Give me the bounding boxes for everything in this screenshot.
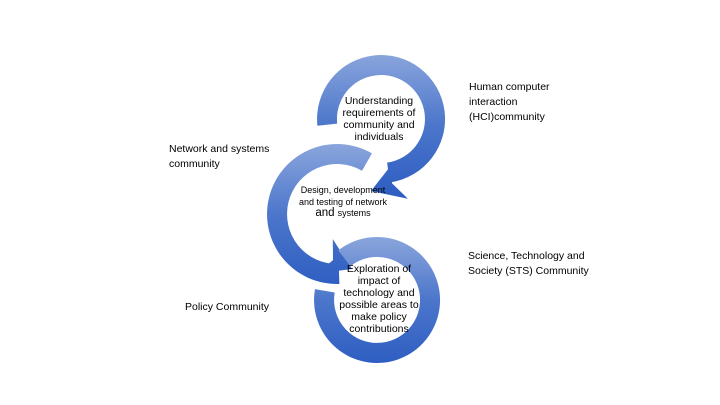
text-line: interaction	[469, 96, 518, 108]
circular-arrow-ring	[267, 144, 372, 285]
community-label-policy: Policy Community	[185, 300, 325, 315]
text-line: Science, Technology and	[468, 250, 585, 262]
text-line: individuals	[354, 131, 404, 143]
community-label-hci: Human computer interaction (HCI)communit…	[469, 80, 599, 125]
emphasized-word: and	[315, 207, 335, 219]
text-line: community and	[343, 119, 415, 131]
text-line: Design, development	[300, 185, 386, 195]
text-line: Exploration of	[346, 263, 412, 275]
cycle-step-text-exploration: Exploration of impact of technology and …	[314, 263, 444, 335]
cycle-step-text-design: Design, development and testing of netwo…	[268, 185, 418, 220]
text-line: technology and	[343, 287, 415, 299]
text-line: community	[169, 158, 220, 170]
circular-arrow-head-icon	[316, 239, 352, 274]
text-line: Human computer	[469, 81, 550, 93]
text-line: Understanding	[344, 95, 414, 107]
text-line: make policy	[351, 311, 407, 323]
text-line: Policy Community	[185, 301, 270, 313]
circular-arrow-head-icon	[371, 161, 408, 199]
text-line: (HCI)community	[469, 111, 545, 123]
circular-arrow-design	[267, 144, 372, 285]
cycle-step-text-understanding: Understanding requirements of community …	[304, 95, 454, 143]
text-line: requirements of	[342, 107, 416, 119]
text-line: Society (STS) Community	[468, 265, 589, 277]
text-line: impact of	[357, 275, 401, 287]
community-label-network-systems: Network and systems community	[169, 142, 319, 172]
circular-arrow-understanding	[317, 55, 446, 199]
community-label-sts: Science, Technology and Society (STS) Co…	[468, 249, 628, 279]
circular-arrow-ring	[317, 55, 446, 183]
text-line: contributions	[349, 323, 409, 335]
text-line: possible areas to	[339, 299, 419, 311]
circular-arrow-ring	[314, 236, 441, 363]
circular-arrow-exploration	[314, 236, 441, 363]
text-line: and testing of network	[298, 196, 388, 207]
text-line: Network and systems	[169, 143, 270, 155]
text-line-rest: systems	[337, 208, 371, 218]
